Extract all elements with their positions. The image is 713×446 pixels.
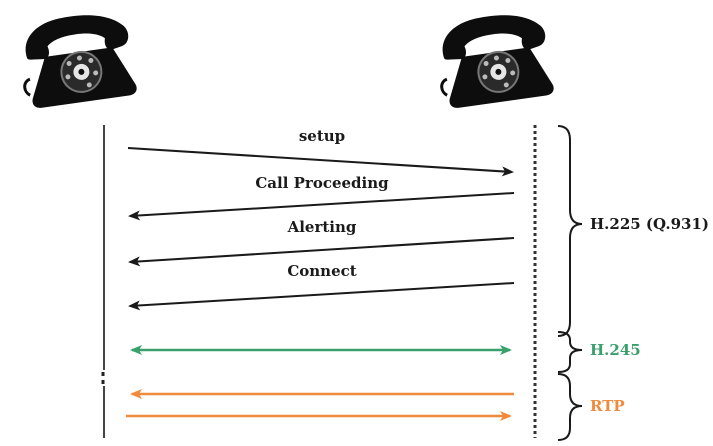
group-label-h245: H.245 xyxy=(590,341,641,359)
message-arrow-call-proceeding xyxy=(128,192,515,221)
h225-brace xyxy=(557,125,583,337)
message-arrow-setup xyxy=(127,147,514,177)
message-label: Alerting xyxy=(287,218,357,236)
group-label-h225: H.225 (Q.931) xyxy=(590,215,709,233)
rtp-brace xyxy=(557,373,583,441)
message-label: Connect xyxy=(287,262,356,280)
telephone-icon xyxy=(14,7,140,112)
message-label: Call Proceeding xyxy=(255,174,389,192)
h245-brace xyxy=(557,331,583,373)
group-label-rtp: RTP xyxy=(590,397,625,415)
message-label: setup xyxy=(299,127,345,145)
message-arrow-connect xyxy=(128,282,515,311)
message-arrow-alerting xyxy=(128,237,515,267)
caller-lifeline xyxy=(101,125,106,438)
telephone-icon xyxy=(431,7,557,112)
